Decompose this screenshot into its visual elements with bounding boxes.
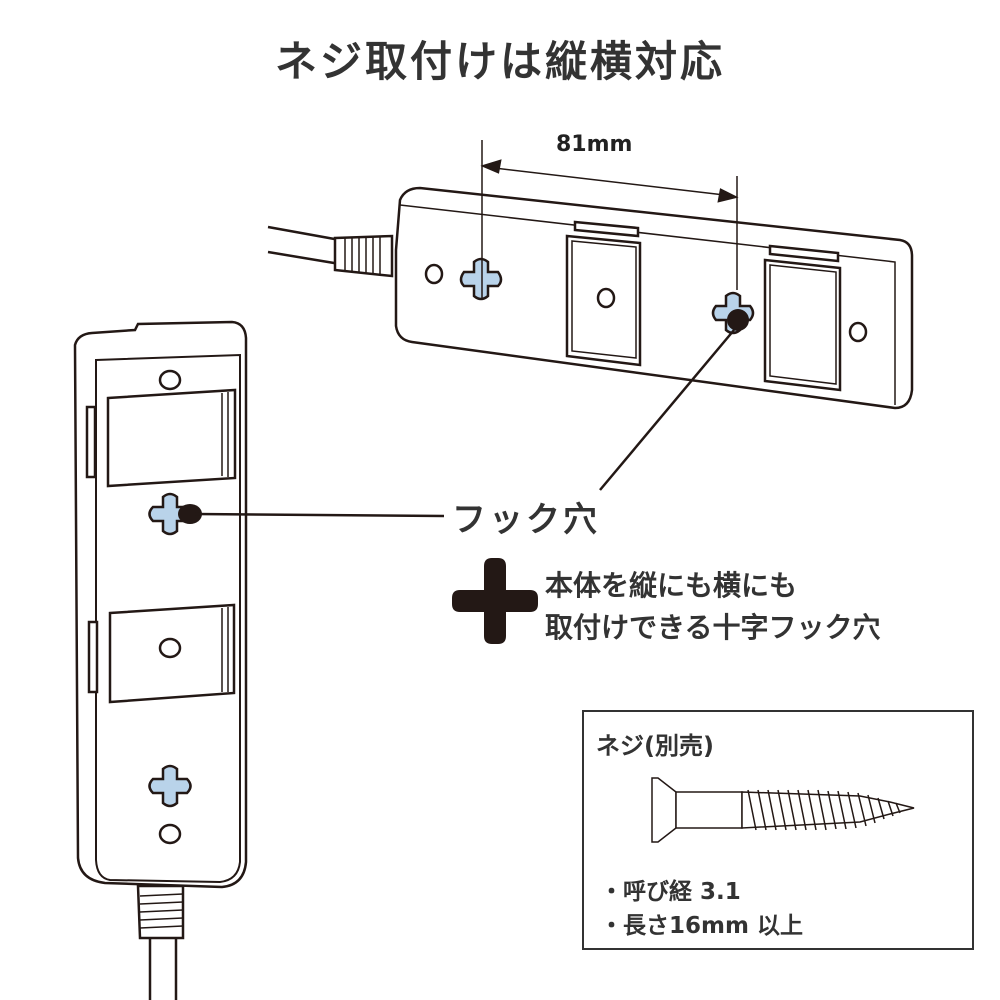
- callout-line: [599, 329, 735, 491]
- cord-strain-relief: [136, 884, 185, 940]
- screw-hole: [158, 823, 182, 845]
- hook-hole-label: フック穴: [452, 500, 600, 540]
- outlet-tab: [768, 244, 840, 263]
- callout-dot: [178, 504, 202, 524]
- cross-hook-hole: [459, 257, 503, 301]
- horizontal-power-strip: [267, 140, 914, 491]
- arrow-head: [480, 159, 502, 174]
- dimension-arrow-line: [485, 166, 734, 197]
- cord-strain-relief: [333, 234, 394, 278]
- cord-line: [267, 225, 341, 242]
- outlet: [106, 388, 237, 488]
- feature-description: 本体を縦にも横にも 取付けできる十字フック穴: [545, 565, 880, 649]
- screw-icon: [651, 777, 915, 843]
- arrow-head: [717, 188, 739, 203]
- screw-box-title: ネジ(別売): [596, 732, 714, 760]
- side-tab: [85, 405, 97, 479]
- screw-spec-box: ネジ(別売) ・呼び経 3.1 ・長さ16mm 以上: [582, 710, 974, 950]
- page-title: ネジ取付けは縦横対応: [274, 37, 725, 86]
- callout-dot: [727, 309, 749, 331]
- callout-line: [194, 512, 445, 518]
- outlet-tab: [573, 220, 640, 238]
- dimension-label: 81mm: [556, 132, 633, 157]
- screw-hole: [158, 369, 182, 391]
- feature-line-1: 本体を縦にも横にも: [545, 569, 798, 602]
- cross-hook-hole: [148, 492, 192, 536]
- outlet: [763, 258, 842, 392]
- feature-line-2: 取付けできる十字フック穴: [545, 611, 881, 644]
- cross-hook-hole: [148, 764, 192, 808]
- spec-diameter: ・呼び経 3.1: [600, 879, 741, 905]
- screw-hole: [424, 263, 444, 285]
- cord-line: [267, 250, 341, 266]
- screw-hole: [158, 637, 182, 659]
- side-tab: [87, 620, 99, 694]
- spec-length: ・長さ16mm 以上: [600, 913, 803, 939]
- cross-hook-icon: [452, 558, 538, 644]
- screw-hole: [596, 287, 616, 309]
- screw-hole: [848, 321, 868, 343]
- vertical-power-strip: [73, 320, 445, 1000]
